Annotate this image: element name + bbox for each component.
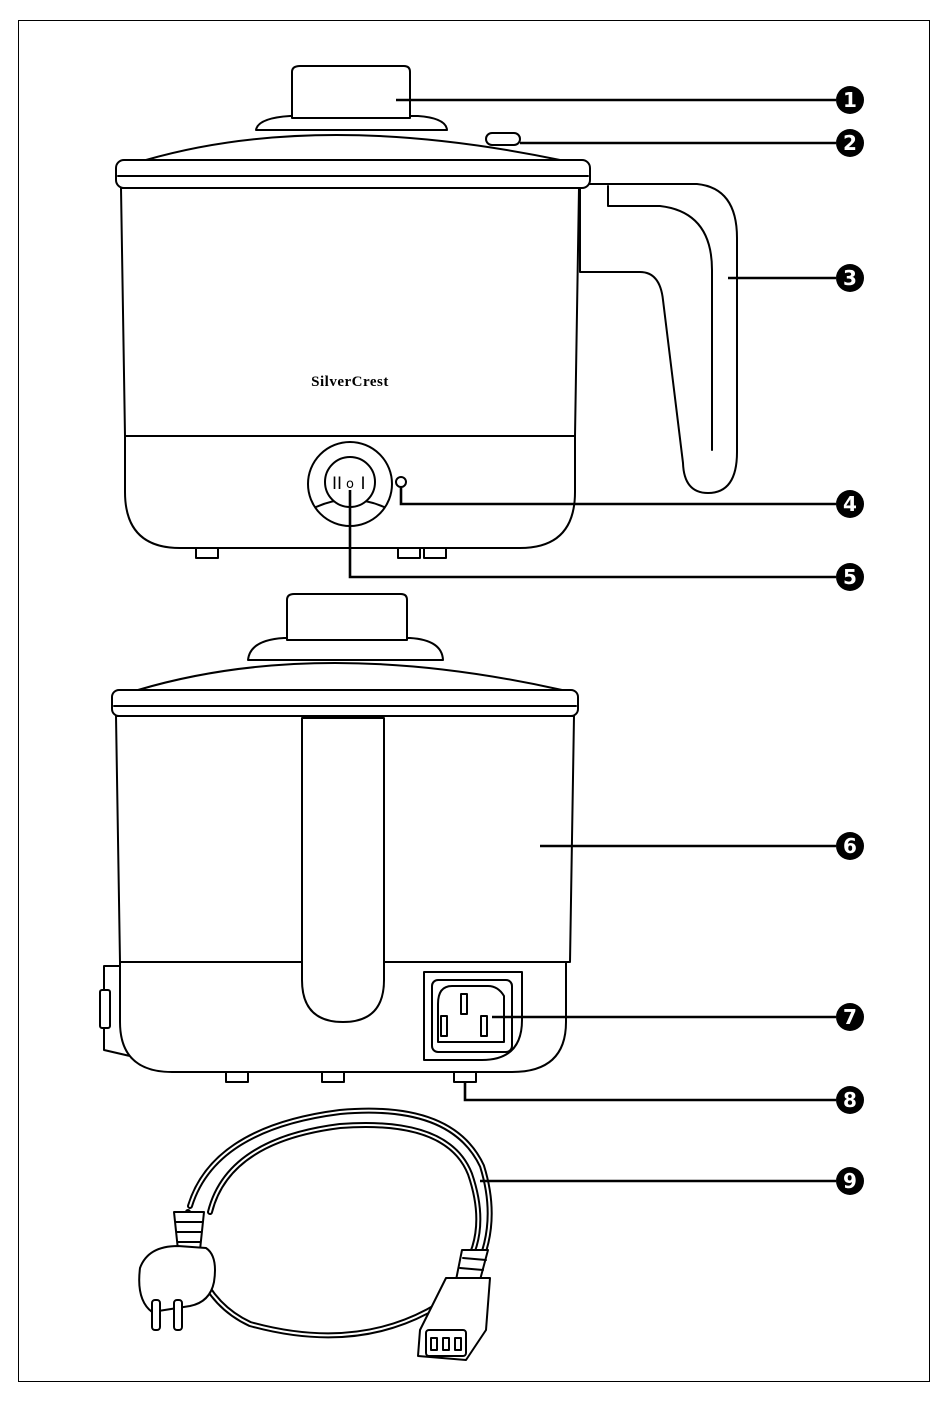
callouts: 1 2 3 4 5 6 7 8 — [836, 86, 864, 1195]
lid-knob — [287, 594, 407, 640]
brand-logo: SilverCrest — [311, 374, 389, 390]
connector-strain-relief — [456, 1250, 488, 1280]
plug-pin — [174, 1300, 182, 1330]
switch-mark-mid: o — [346, 477, 354, 492]
indicator-light — [396, 477, 406, 487]
socket-pin — [481, 1016, 487, 1036]
power-cord — [139, 1111, 490, 1360]
callout-number: 5 — [843, 565, 857, 589]
cord-loop-inner — [210, 1125, 478, 1272]
callout-3: 3 — [836, 264, 864, 292]
lid-dome — [138, 663, 562, 690]
switch-mark-on: I — [360, 474, 365, 494]
rim — [116, 160, 590, 188]
pot-body — [121, 188, 579, 436]
callout-number: 2 — [843, 131, 857, 155]
steam-vent — [486, 133, 520, 145]
callout-number: 4 — [843, 492, 857, 516]
lid-knob — [292, 66, 410, 118]
callout-2: 2 — [836, 129, 864, 157]
callout-number: 9 — [843, 1169, 857, 1193]
plug-pin — [152, 1300, 160, 1330]
side-clip-tab — [100, 990, 110, 1028]
cord-loop-inner-core — [210, 1125, 478, 1272]
socket-pin — [441, 1016, 447, 1036]
connector-hole — [455, 1338, 461, 1350]
callout-number: 6 — [843, 834, 857, 858]
socket-pin — [461, 994, 467, 1014]
callout-number: 3 — [843, 266, 857, 290]
cooker-front-view: II o I SilverCrest — [116, 66, 737, 558]
callout-number: 8 — [843, 1088, 857, 1112]
connector-hole — [443, 1338, 449, 1350]
connector-hole — [431, 1338, 437, 1350]
rim — [112, 690, 578, 716]
callout-1: 1 — [836, 86, 864, 114]
lid-seat — [248, 638, 443, 660]
callout-5: 5 — [836, 563, 864, 591]
handle — [580, 184, 737, 493]
callout-number: 1 — [843, 88, 857, 112]
callout-4: 4 — [836, 490, 864, 518]
callout-number: 7 — [843, 1005, 857, 1029]
callout-9: 9 — [836, 1167, 864, 1195]
handle-back — [302, 718, 384, 1022]
leader-8 — [465, 1082, 836, 1100]
switch-mark-off: II — [332, 474, 342, 494]
cooker-back-view — [100, 594, 578, 1082]
callout-6: 6 — [836, 832, 864, 860]
callout-8: 8 — [836, 1086, 864, 1114]
callout-7: 7 — [836, 1003, 864, 1031]
